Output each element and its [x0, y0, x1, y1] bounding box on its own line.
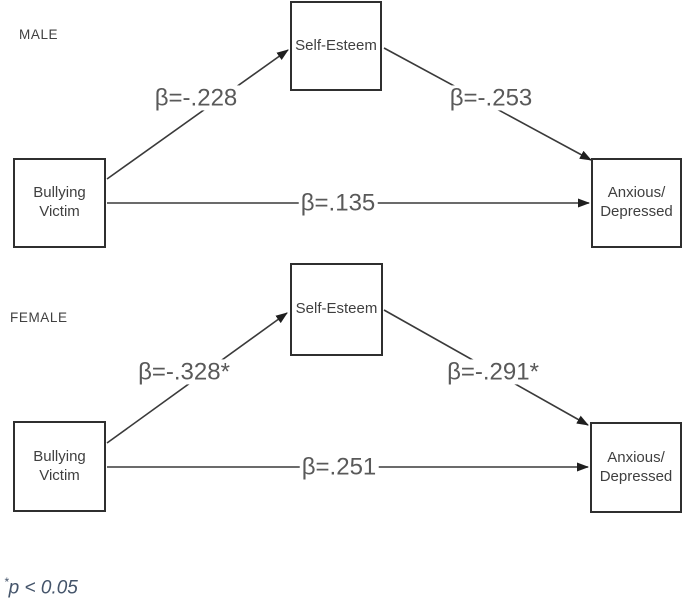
significance-footnote: *p < 0.05 — [4, 575, 78, 599]
female-self-esteem-label: Self-Esteem — [295, 300, 378, 318]
male-direct-path-coefficient-label: β=.135 — [298, 189, 378, 217]
female-path-b-coefficient-label: β=-.291* — [445, 358, 541, 386]
male-self-esteem-box: Self-Esteem — [290, 1, 382, 91]
female-path-a-coefficient-label: β=-.328* — [136, 358, 232, 386]
footnote-text: p < 0.05 — [8, 577, 78, 599]
female-self-esteem-box: Self-Esteem — [290, 263, 383, 356]
male-path-b-coefficient-label: β=-.253 — [447, 84, 535, 112]
male-section-title: MALE — [19, 27, 59, 42]
male-path-a-arrow — [106, 49, 289, 180]
male-path-a-coefficient-label: β=-.228 — [152, 84, 240, 112]
male-bullying-victim-box: Bullying Victim — [13, 158, 106, 248]
female-bullying-victim-box: Bullying Victim — [13, 421, 106, 512]
female-direct-path-coefficient-label: β=.251 — [299, 453, 379, 481]
male-anxious-depressed-label: Anxious/ Depressed — [600, 184, 673, 220]
female-bullying-victim-label: Bullying Victim — [33, 447, 86, 484]
female-anxious-depressed-box: Anxious/ Depressed — [590, 422, 682, 513]
male-self-esteem-label: Self-Esteem — [295, 36, 377, 54]
footnote-asterisk: * — [4, 575, 9, 589]
male-bullying-victim-label: Bullying Victim — [33, 184, 86, 220]
female-anxious-depressed-label: Anxious/ Depressed — [599, 448, 673, 485]
male-anxious-depressed-box: Anxious/ Depressed — [591, 158, 682, 248]
female-section-title: FEMALE — [10, 310, 68, 325]
